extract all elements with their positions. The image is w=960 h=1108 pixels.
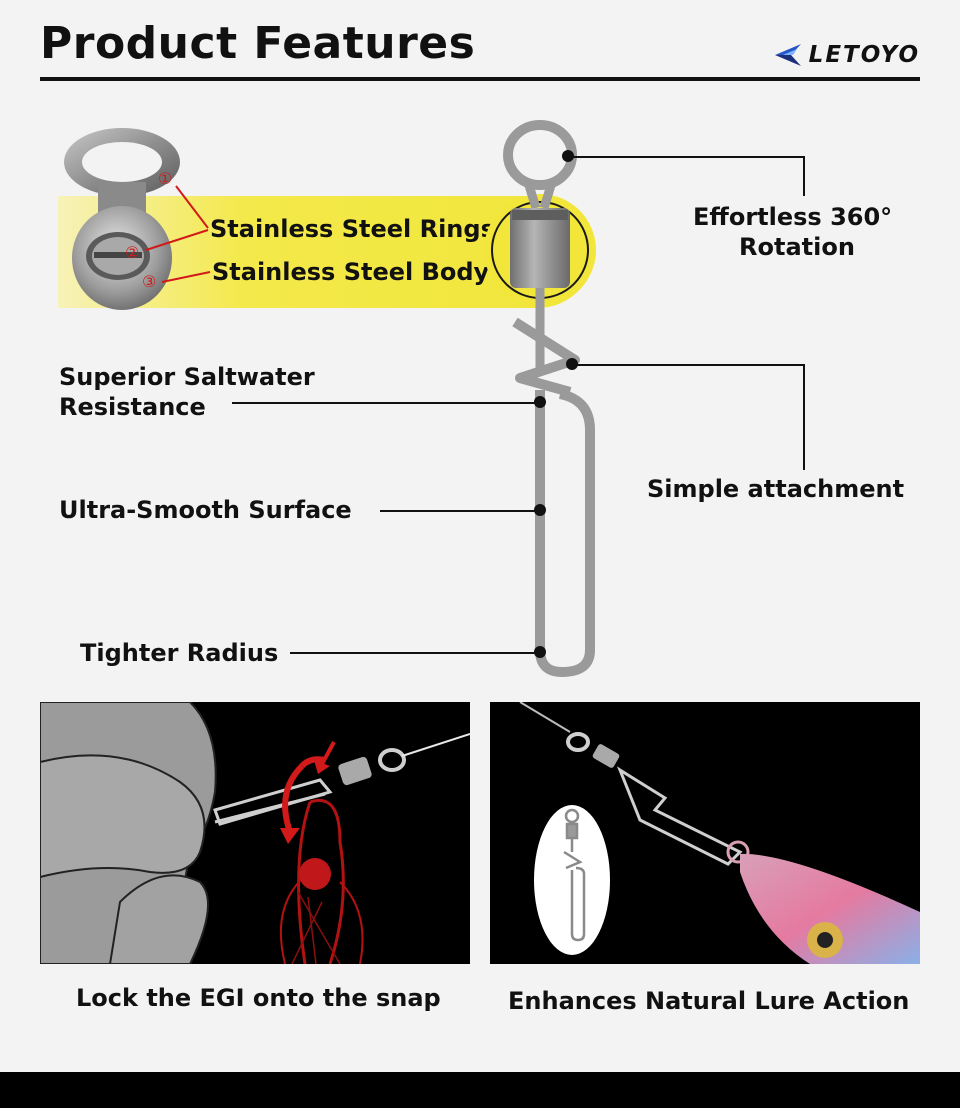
swivel-closeup-image bbox=[64, 128, 180, 310]
leader-rotation-v bbox=[803, 156, 805, 196]
brand-logo: LETOYO bbox=[773, 42, 920, 68]
highlight-band bbox=[58, 196, 594, 308]
leader-attachment-v bbox=[803, 364, 805, 470]
inset-leader-lines bbox=[145, 185, 211, 283]
feature-saltwater-line1: Superior Saltwater bbox=[59, 363, 315, 391]
marker-3: ③ bbox=[142, 272, 157, 291]
caption-lock-egi: Lock the EGI onto the snap bbox=[76, 984, 441, 1012]
leader-rotation-h bbox=[570, 156, 804, 158]
marker-2: ② bbox=[125, 243, 140, 262]
usage-panel-lure bbox=[490, 702, 920, 964]
caption-lure-action: Enhances Natural Lure Action bbox=[508, 987, 910, 1015]
leader-radius bbox=[290, 652, 540, 654]
feature-rotation-line2: Rotation bbox=[739, 233, 855, 261]
snap-swivel-diagram bbox=[484, 120, 596, 677]
usage-panel-lock bbox=[40, 702, 470, 964]
feature-surface: Ultra-Smooth Surface bbox=[59, 496, 352, 524]
label-stainless-rings: Stainless Steel Rings bbox=[210, 215, 495, 243]
leader-saltwater bbox=[232, 402, 540, 404]
leader-attachment-h bbox=[574, 364, 804, 366]
footer-bar bbox=[0, 1072, 960, 1108]
brand-name: LETOYO bbox=[808, 42, 920, 68]
lure-action-image bbox=[519, 702, 920, 964]
marker-1: ① bbox=[158, 169, 173, 188]
brand-mark-icon bbox=[774, 44, 801, 66]
feature-radius: Tighter Radius bbox=[80, 639, 279, 667]
title-underline bbox=[40, 77, 920, 81]
hand-locking-egi-image bbox=[40, 702, 470, 964]
page-title: Product Features bbox=[40, 18, 476, 69]
leader-surface bbox=[380, 510, 540, 512]
feature-attachment: Simple attachment bbox=[647, 475, 905, 503]
feature-saltwater-line2: Resistance bbox=[59, 393, 206, 421]
feature-rotation-line1: Effortless 360° bbox=[693, 203, 893, 231]
label-stainless-body: Stainless Steel Body bbox=[212, 258, 490, 286]
